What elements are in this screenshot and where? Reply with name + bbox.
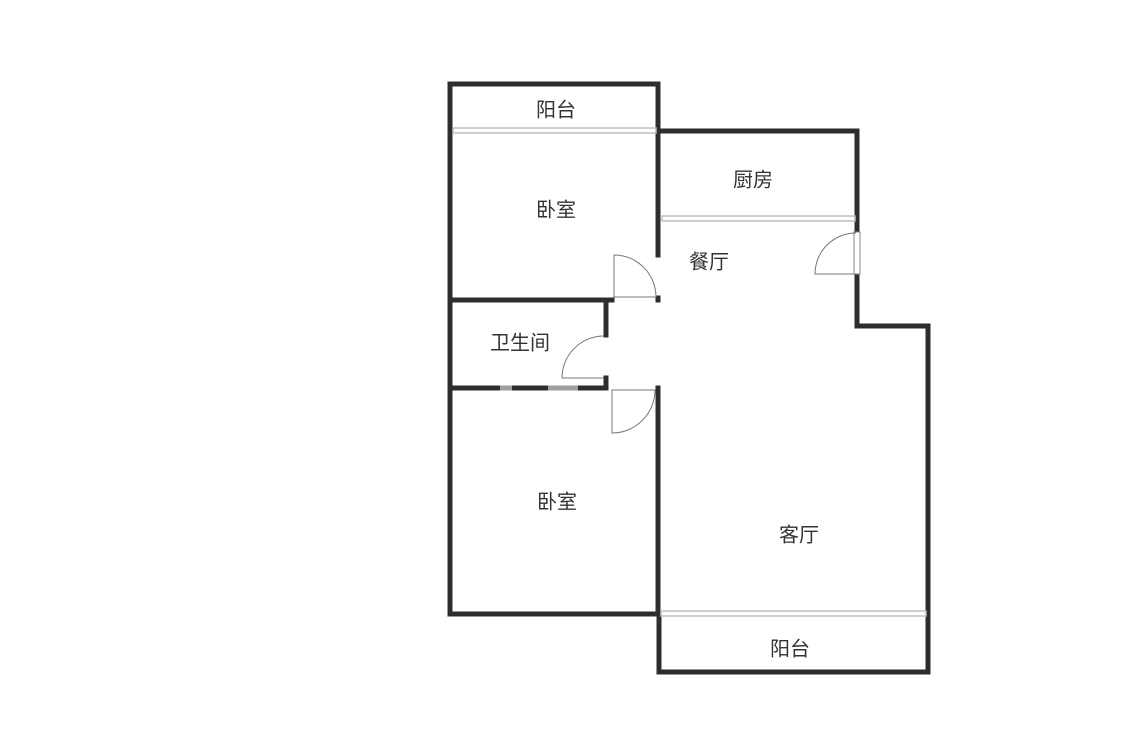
room-label-bedroom-top: 卧室: [536, 197, 576, 222]
room-label-balcony-top: 阳台: [536, 97, 576, 122]
window-bottom-balcony: [660, 610, 927, 617]
door-bedroom-top: [613, 254, 657, 298]
door-kitchen-right: [814, 232, 857, 275]
room-label-dining: 餐厅: [689, 249, 729, 274]
door-bedroom-bottom: [611, 389, 656, 434]
window-top-balcony: [452, 127, 657, 134]
room-label-living: 客厅: [779, 522, 819, 547]
window-kitchen: [661, 215, 856, 222]
door-bathroom: [561, 335, 605, 379]
room-label-bathroom: 卫生间: [490, 330, 550, 355]
room-label-kitchen: 厨房: [733, 167, 773, 192]
room-label-bedroom-bottom: 卧室: [537, 489, 577, 514]
outer-wall: [447, 81, 931, 675]
room-label-balcony-bottom: 阳台: [770, 636, 810, 661]
